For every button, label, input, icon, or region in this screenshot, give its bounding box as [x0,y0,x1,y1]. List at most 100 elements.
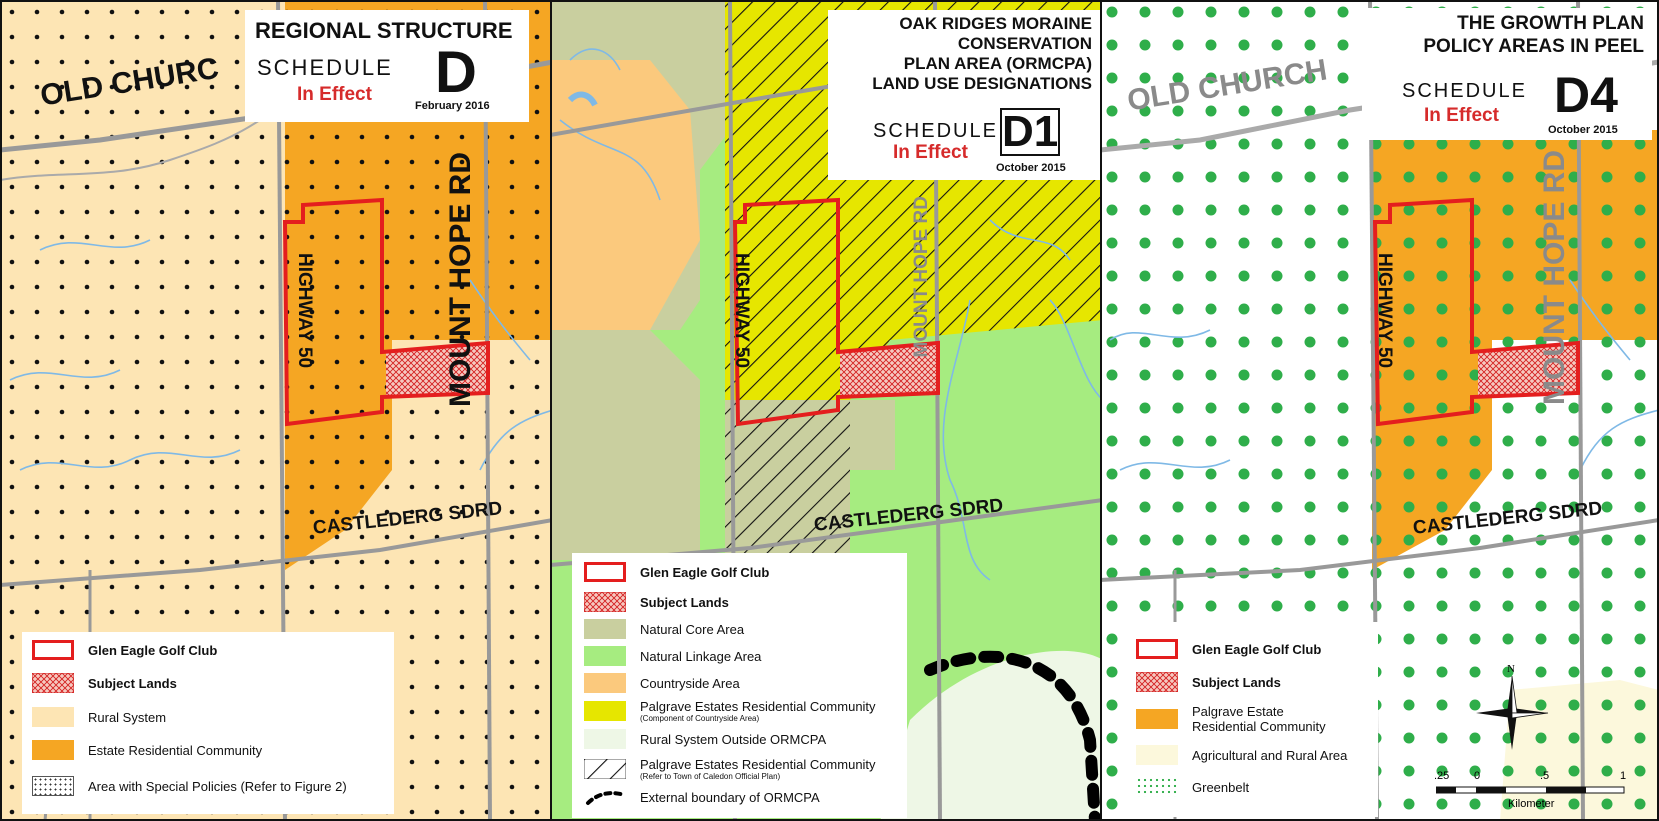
road-label-highway-50: HIGHWAY 50 [1374,253,1395,369]
scale-tick: 1 [1620,770,1627,782]
ormcpa-boundary [924,650,1101,821]
panel-schedule-d: OLD CHURC HIGHWAY 50 MOUNT HOPE RD CASTL… [0,0,553,821]
hatch-swatch [1136,672,1178,692]
estate-swatch [32,740,74,760]
dotted-swatch [32,776,74,796]
linkage-swatch [584,646,626,666]
rural-outside-ormcpa [880,650,1103,821]
subject-lands [840,343,938,397]
rural-swatch [32,707,74,727]
agri-swatch [1136,745,1178,765]
outline-swatch [1136,639,1178,659]
schedule-title: OAK RIDGES MORAINE CONSERVATION PLAN ARE… [872,14,1092,94]
legend-item-special-policies: Area with Special Policies (Refer to Fig… [22,776,394,796]
legend-label: Glen Eagle Golf Club [640,564,770,580]
legend-item-palgrave-official-plan: Palgrave Estates Residential Community(R… [572,757,907,781]
greenbelt-swatch [1136,777,1178,797]
outside-swatch [584,729,626,749]
legend-item-rural-system: Rural System [22,707,394,727]
streams [1109,279,1659,471]
mount-hope-road [483,0,492,821]
natural-core-patch [850,400,895,470]
schedule-word: SCHEDULE [873,120,998,142]
palgrave-hatched-south [725,400,850,560]
glen-eagle-golf-club-outline [1372,197,1580,427]
scale-tick: .25 [1434,770,1450,782]
legend-item-countryside: Countryside Area [572,673,907,693]
subject-lands [386,343,488,395]
streams [9,239,553,471]
schedule-d-title-box: REGIONAL STRUCTURE SCHEDULE In Effect D … [245,10,529,122]
legend-label: Palgrave Estate Residential Community [1192,704,1326,734]
legend-label: Subject Lands [88,675,177,691]
legend-label: Rural System [88,709,167,725]
subject-lands [1478,343,1578,395]
schedule-date: February 2016 [415,100,490,112]
panel-schedule-d1: HIGHWAY 50 MOUNT HOPE RD CASTLEDERG SDRD… [550,0,1103,821]
legend-label: External boundary of ORMCPA [640,789,820,805]
legend-item-greenbelt: Greenbelt [1130,777,1378,797]
hatch-swatch [32,673,74,693]
scale-bar-graphic [1436,786,1625,794]
status-in-effect: In Effect [893,142,968,163]
legend-item-golf-club: Glen Eagle Golf Club [572,562,907,582]
status-in-effect: In Effect [1424,105,1499,126]
diag-swatch [584,759,626,779]
schedule-date: October 2015 [996,162,1066,174]
legend-schedule-d1: Glen Eagle Golf Club Subject Lands Natur… [572,553,907,818]
legend-item-subject-lands: Subject Lands [572,592,907,612]
legend-item-subject-lands: Subject Lands [22,673,394,693]
legend-label: Glen Eagle Golf Club [1192,641,1322,657]
schedule-word: SCHEDULE [257,55,393,80]
scale-unit: Kilometer [1508,798,1555,810]
legend-schedule-d: Glen Eagle Golf Club Subject Lands Rural… [22,632,394,814]
title-line: LAND USE DESIGNATIONS [872,74,1092,93]
legend-label: Greenbelt [1192,779,1250,795]
legend-item-subject-lands: Subject Lands [1130,672,1378,692]
scale-tick: .5 [1540,770,1550,782]
schedule-letter: D [435,40,477,105]
panel-schedule-d4: OLD CHURCH HIGHWAY 50 MOUNT HOPE RD CAST… [1100,0,1659,821]
outline-swatch [32,640,74,660]
schedule-d4-title-box: THE GROWTH PLAN POLICY AREAS IN PEEL SCH… [1362,8,1652,140]
yellow-swatch [584,701,626,721]
legend-item-agricultural-rural: Agricultural and Rural Area [1130,745,1378,765]
boundary-swatch [586,791,626,805]
road-label-mount-hope: MOUNT HOPE RD [911,196,932,358]
title-line: PLAN AREA (ORMCPA) [903,54,1092,73]
legend-label: Natural Linkage Area [640,648,762,664]
legend-label: Countryside Area [640,675,740,691]
legend-item-palgrave-component: Palgrave Estates Residential Community(C… [572,699,907,723]
castlederg-road [1100,518,1659,582]
road-label-highway-50: HIGHWAY 50 [294,253,315,369]
title-line: OAK RIDGES MORAINE [899,14,1092,33]
title-line: CONSERVATION [957,34,1092,53]
countryside-swatch [584,673,626,693]
estate-swatch [1136,709,1178,729]
rail-line [0,119,261,181]
legend-label: Estate Residential Community [88,742,263,758]
legend-label: Natural Core Area [640,621,745,637]
legend-item-estate-residential: Estate Residential Community [22,740,394,760]
legend-item-natural-linkage: Natural Linkage Area [572,646,907,666]
legend-item-palgrave-estate: Palgrave Estate Residential Community [1130,704,1378,734]
legend-item-golf-club: Glen Eagle Golf Club [22,640,394,660]
streams [559,48,1103,581]
title-line: THE GROWTH PLAN [1457,13,1644,34]
legend-item-ormcpa-boundary: External boundary of ORMCPA [572,787,907,807]
legend-item-rural-outside: Rural System Outside ORMCPA [572,729,907,749]
legend-label: Area with Special Policies (Refer to Fig… [88,778,347,794]
legend-label: Palgrave Estates Residential Community(R… [640,757,876,781]
scale-tick: 0 [1474,770,1481,782]
legend-label: Rural System Outside ORMCPA [640,731,827,747]
hatch-swatch [584,592,626,612]
natural-core-area-south [550,330,700,560]
road-label-highway-50: HIGHWAY 50 [731,253,752,369]
schedule-d1-title-box: OAK RIDGES MORAINE CONSERVATION PLAN ARE… [828,10,1100,180]
castlederg-road [0,518,553,587]
north-label: N [1507,663,1515,675]
legend-item-natural-core: Natural Core Area [572,619,907,639]
schedule-word: SCHEDULE [1402,80,1527,102]
outline-swatch [584,562,626,582]
